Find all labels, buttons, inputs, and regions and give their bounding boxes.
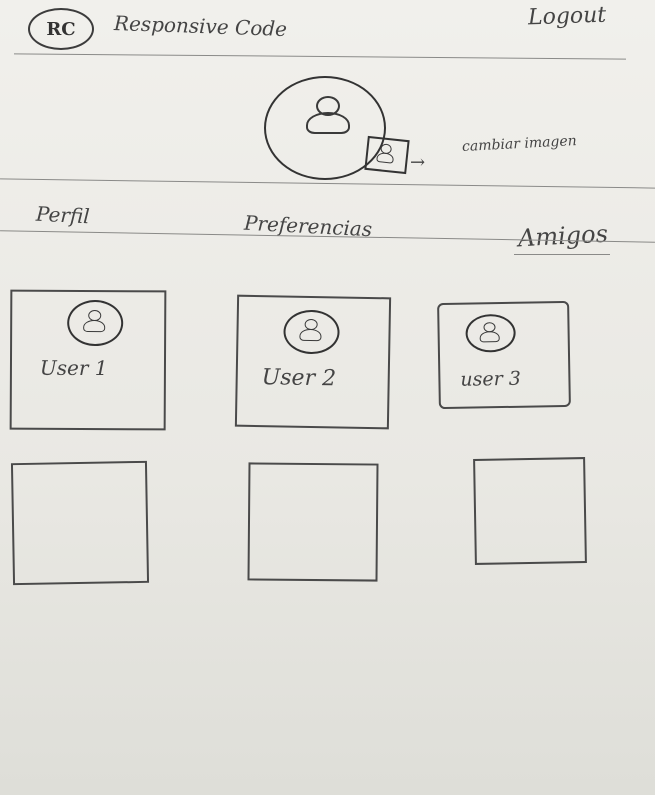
friend-name: User 2 <box>261 365 337 392</box>
profile-avatar <box>264 76 386 180</box>
friend-card-user-2[interactable]: User 2 <box>234 294 392 430</box>
tab-perfil[interactable]: Perfil <box>35 201 91 229</box>
logout-link[interactable]: Logout <box>527 2 607 31</box>
friend-avatar <box>465 313 516 353</box>
arrow-right-icon: → <box>410 152 426 173</box>
active-tab-underline <box>514 254 610 255</box>
friend-card-user-3[interactable]: user 3 <box>437 300 571 410</box>
friend-avatar <box>283 309 340 355</box>
friend-avatar <box>67 299 124 347</box>
friend-name: User 1 <box>39 355 108 381</box>
friend-card-user-1[interactable]: User 1 <box>9 289 167 431</box>
user-icon <box>479 322 501 344</box>
logo[interactable]: RC <box>28 8 94 50</box>
user-icon <box>306 96 350 136</box>
user-icon <box>375 143 397 165</box>
placeholder-card <box>10 460 150 586</box>
user-icon <box>299 318 323 343</box>
tab-amigos[interactable]: Amigos <box>517 219 609 253</box>
placeholder-card <box>247 462 379 582</box>
friend-name: user 3 <box>460 367 522 391</box>
user-icon <box>83 310 107 334</box>
placeholder-card <box>473 457 587 565</box>
change-image-button[interactable] <box>364 135 410 175</box>
